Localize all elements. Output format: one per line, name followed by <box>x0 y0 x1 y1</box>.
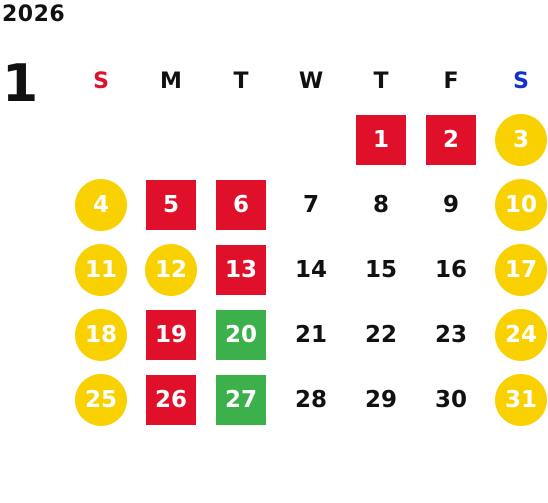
day-cell: 19 <box>136 302 206 367</box>
day-cell: 4 <box>66 172 136 237</box>
day-number: 27 <box>216 374 266 425</box>
day-number: 21 <box>294 321 327 348</box>
empty-day-cell <box>136 107 206 172</box>
weekday-header-sun: S <box>93 68 109 94</box>
day-number: 13 <box>216 244 266 295</box>
day-cell: 25 <box>66 367 136 432</box>
day-cell: 3 <box>486 107 548 172</box>
day-number: 29 <box>364 386 397 413</box>
day-number: 6 <box>216 179 266 230</box>
day-cell: 24 <box>486 302 548 367</box>
day-cell: 9 <box>416 172 486 237</box>
day-number: 8 <box>372 191 389 218</box>
day-number: 17 <box>495 243 547 296</box>
day-number: 19 <box>146 309 196 360</box>
day-cell: 8 <box>346 172 416 237</box>
day-cell: 27 <box>206 367 276 432</box>
day-cell: 6 <box>206 172 276 237</box>
weekday-header-tue: T <box>233 68 249 94</box>
day-cell: 1 <box>346 107 416 172</box>
day-number: 2 <box>426 114 476 165</box>
day-cell: 30 <box>416 367 486 432</box>
day-number: 7 <box>302 191 319 218</box>
day-cell: 16 <box>416 237 486 302</box>
day-cell: 18 <box>66 302 136 367</box>
empty-day-cell <box>206 107 276 172</box>
day-cell: 12 <box>136 237 206 302</box>
day-cell: 23 <box>416 302 486 367</box>
day-cell: 28 <box>276 367 346 432</box>
weekday-header-thu: T <box>373 68 389 94</box>
day-cell: 26 <box>136 367 206 432</box>
day-number: 4 <box>75 178 127 231</box>
day-cell: 2 <box>416 107 486 172</box>
weekday-header-sat: S <box>513 68 529 94</box>
day-cell: 22 <box>346 302 416 367</box>
day-number: 26 <box>146 374 196 425</box>
empty-day-cell <box>276 107 346 172</box>
day-cell: 10 <box>486 172 548 237</box>
day-number: 31 <box>495 373 547 426</box>
day-number: 24 <box>495 308 547 361</box>
day-number: 9 <box>442 191 459 218</box>
day-cell: 17 <box>486 237 548 302</box>
day-number: 30 <box>434 386 467 413</box>
day-number: 12 <box>145 243 197 296</box>
day-number: 11 <box>75 243 127 296</box>
day-number: 22 <box>364 321 397 348</box>
day-cell: 20 <box>206 302 276 367</box>
day-number: 16 <box>434 256 467 283</box>
day-number: 1 <box>356 114 406 165</box>
day-cell: 15 <box>346 237 416 302</box>
weekday-header-fri: F <box>443 68 459 94</box>
day-number: 15 <box>364 256 397 283</box>
day-number: 5 <box>146 179 196 230</box>
day-number: 25 <box>75 373 127 426</box>
day-number: 18 <box>75 308 127 361</box>
day-cell: 14 <box>276 237 346 302</box>
day-cell: 21 <box>276 302 346 367</box>
day-cell: 31 <box>486 367 548 432</box>
day-number: 10 <box>495 178 547 231</box>
month-label: 1 <box>2 54 39 114</box>
day-cell: 5 <box>136 172 206 237</box>
year-label: 2026 <box>2 2 66 27</box>
day-number: 23 <box>434 321 467 348</box>
day-number: 3 <box>495 113 547 166</box>
day-number: 28 <box>294 386 327 413</box>
day-cell: 29 <box>346 367 416 432</box>
day-number: 14 <box>294 256 327 283</box>
day-number: 20 <box>216 309 266 360</box>
day-cell: 13 <box>206 237 276 302</box>
weekday-header-mon: M <box>160 68 182 94</box>
day-cell: 7 <box>276 172 346 237</box>
weekday-header-wed: W <box>298 68 324 94</box>
empty-day-cell <box>66 107 136 172</box>
day-cell: 11 <box>66 237 136 302</box>
